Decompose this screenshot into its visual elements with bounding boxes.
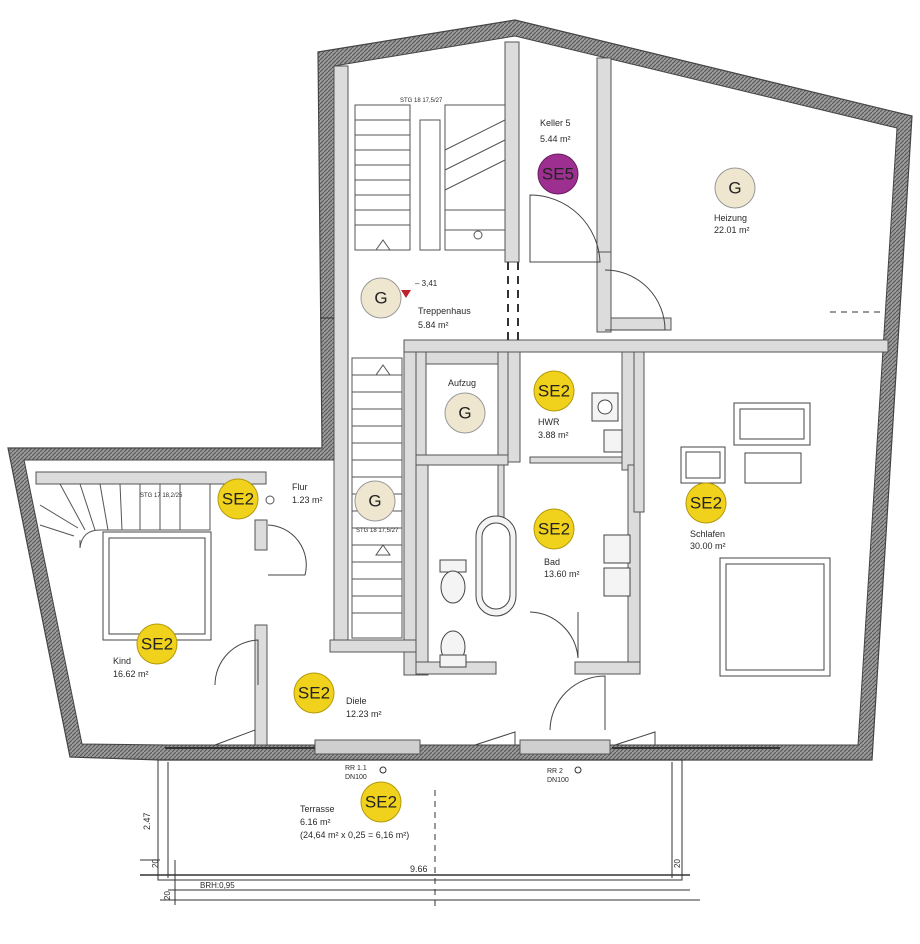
- marker-se5-text: SE5: [542, 165, 574, 184]
- plan-annotations: – 3,41 STG 18 17,5/27 STG 18 17,5/27 STG…: [140, 98, 682, 900]
- marker-se2-bad-text: SE2: [538, 520, 570, 539]
- drain2-dn: DN100: [547, 777, 569, 784]
- kind-area: 16.62 m²: [113, 669, 149, 679]
- terrasse-area: 6.16 m²: [300, 817, 331, 827]
- marker-se2-terrasse: SE2: [360, 781, 402, 823]
- dim-depth: 2.47: [142, 812, 152, 830]
- brh-label: BRH:0,95: [200, 881, 235, 890]
- flur-area: 1.23 m²: [292, 495, 323, 505]
- level-marker-icon: [401, 290, 411, 298]
- treppenhaus-area: 5.84 m²: [418, 320, 449, 330]
- stair-label-left: STG 17 18,2/25: [140, 493, 183, 499]
- marker-se2-diele: SE2: [293, 672, 335, 714]
- hwr-area: 3.88 m²: [538, 430, 569, 440]
- keller-name: Keller 5: [540, 118, 571, 128]
- bad-area: 13.60 m²: [544, 569, 580, 579]
- marker-se2-flur-text: SE2: [222, 490, 254, 509]
- level-label: – 3,41: [415, 279, 438, 288]
- schlafen-name: Schlafen: [690, 529, 725, 539]
- marker-se2-flur: SE2: [217, 478, 259, 520]
- kind-name: Kind: [113, 656, 131, 666]
- hwr-name: HWR: [538, 417, 560, 427]
- drain1-dn: DN100: [345, 774, 367, 781]
- marker-se2-hwr-text: SE2: [538, 382, 570, 401]
- aufzug-name: Aufzug: [448, 378, 476, 388]
- terrace: [140, 262, 880, 910]
- dim-20-b: 20: [163, 891, 172, 900]
- terrasse-name: Terrasse: [300, 804, 335, 814]
- windows: [165, 739, 780, 755]
- treppenhaus-name: Treppenhaus: [418, 306, 471, 316]
- dim-20-a: 20: [151, 859, 160, 868]
- diele-name: Diele: [346, 696, 367, 706]
- stair-label-mid: STG 18 17,5/27: [356, 528, 399, 534]
- marker-se2-terrasse-text: SE2: [365, 793, 397, 812]
- sanitary-fixtures: [439, 392, 631, 668]
- drain2-label: RR 2: [547, 768, 563, 775]
- heizung-area: 22.01 m²: [714, 225, 750, 235]
- marker-g-aufzug-text: G: [458, 404, 471, 423]
- diele-area: 12.23 m²: [346, 709, 382, 719]
- marker-g-heizung: G: [714, 167, 756, 209]
- heizung-name: Heizung: [714, 213, 747, 223]
- marker-g-treppenhaus: G: [360, 277, 402, 319]
- marker-se2-schlafen: SE2: [685, 482, 727, 524]
- schlafen-area: 30.00 m²: [690, 541, 726, 551]
- dim-width: 9.66: [410, 864, 428, 874]
- marker-g-stairs: G: [354, 480, 396, 522]
- marker-se2-kind: SE2: [136, 623, 178, 665]
- marker-se5: SE5: [537, 153, 579, 195]
- marker-se2-kind-text: SE2: [141, 635, 173, 654]
- marker-se2-diele-text: SE2: [298, 684, 330, 703]
- keller-area: 5.44 m²: [540, 134, 571, 144]
- interior-floor: [23, 35, 898, 746]
- door-swings: [214, 194, 666, 746]
- drain1-label: RR 1.1: [345, 765, 367, 772]
- marker-se2-bad: SE2: [533, 508, 575, 550]
- dim-20-c: 20: [673, 859, 682, 868]
- terrasse-calc: (24,64 m² x 0,25 = 6,16 m²): [300, 830, 409, 840]
- bad-name: Bad: [544, 557, 560, 567]
- marker-se2-hwr: SE2: [533, 370, 575, 412]
- marker-g-treppenhaus-text: G: [374, 289, 387, 308]
- marker-se2-schlafen-text: SE2: [690, 494, 722, 513]
- marker-g-aufzug: G: [444, 392, 486, 434]
- flur-name: Flur: [292, 482, 308, 492]
- stair-treads-left: [39, 483, 275, 549]
- marker-g-stairs-text: G: [368, 492, 381, 511]
- stair-treads-middle: [351, 357, 403, 639]
- furniture: [102, 402, 831, 677]
- room-labels: Keller 5 5.44 m² Heizung 22.01 m² Treppe…: [113, 118, 750, 840]
- stair-treads-top: [354, 104, 506, 251]
- marker-g-heizung-text: G: [728, 179, 741, 198]
- stair-label-top: STG 18 17,5/27: [400, 98, 443, 104]
